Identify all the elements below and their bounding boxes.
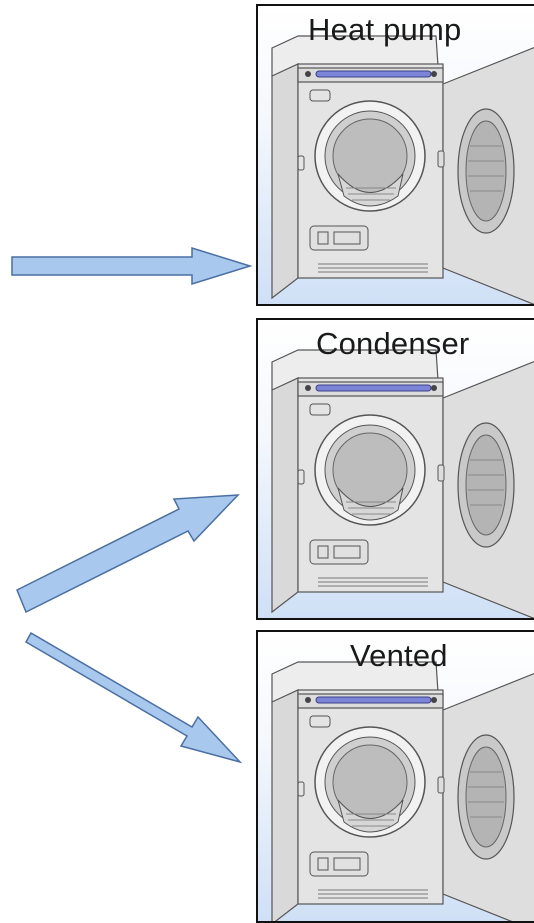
open-door — [437, 672, 534, 921]
panel-vented: Vented — [256, 630, 534, 923]
panel-condenser: Condenser — [256, 318, 534, 620]
panel-heat-pump: Heat pump — [256, 4, 534, 306]
vent-grille — [318, 263, 428, 273]
arrow-to-condenser — [16, 494, 240, 614]
arrow-to-heat-pump — [11, 246, 253, 286]
dryer-illustration — [271, 661, 534, 921]
water-container — [309, 225, 369, 251]
vent-grille — [318, 889, 428, 899]
panel-title-vented: Vented — [350, 638, 448, 673]
drum-opening — [314, 726, 426, 838]
open-door — [437, 46, 534, 304]
control-strip — [315, 696, 432, 704]
arrows-layer — [11, 246, 253, 764]
control-strip — [315, 384, 432, 392]
control-strip — [315, 70, 432, 78]
panel-title-condenser: Condenser — [316, 326, 470, 361]
panel-title-heat-pump: Heat pump — [308, 12, 462, 47]
drum-opening — [314, 100, 426, 212]
water-container — [309, 539, 369, 565]
arrow-to-vented — [24, 631, 243, 764]
open-door — [437, 360, 534, 618]
dryer-illustration — [271, 35, 534, 304]
dryer-illustration — [271, 349, 534, 618]
drum-opening — [314, 414, 426, 526]
water-container — [309, 851, 369, 877]
vent-grille — [318, 577, 428, 587]
